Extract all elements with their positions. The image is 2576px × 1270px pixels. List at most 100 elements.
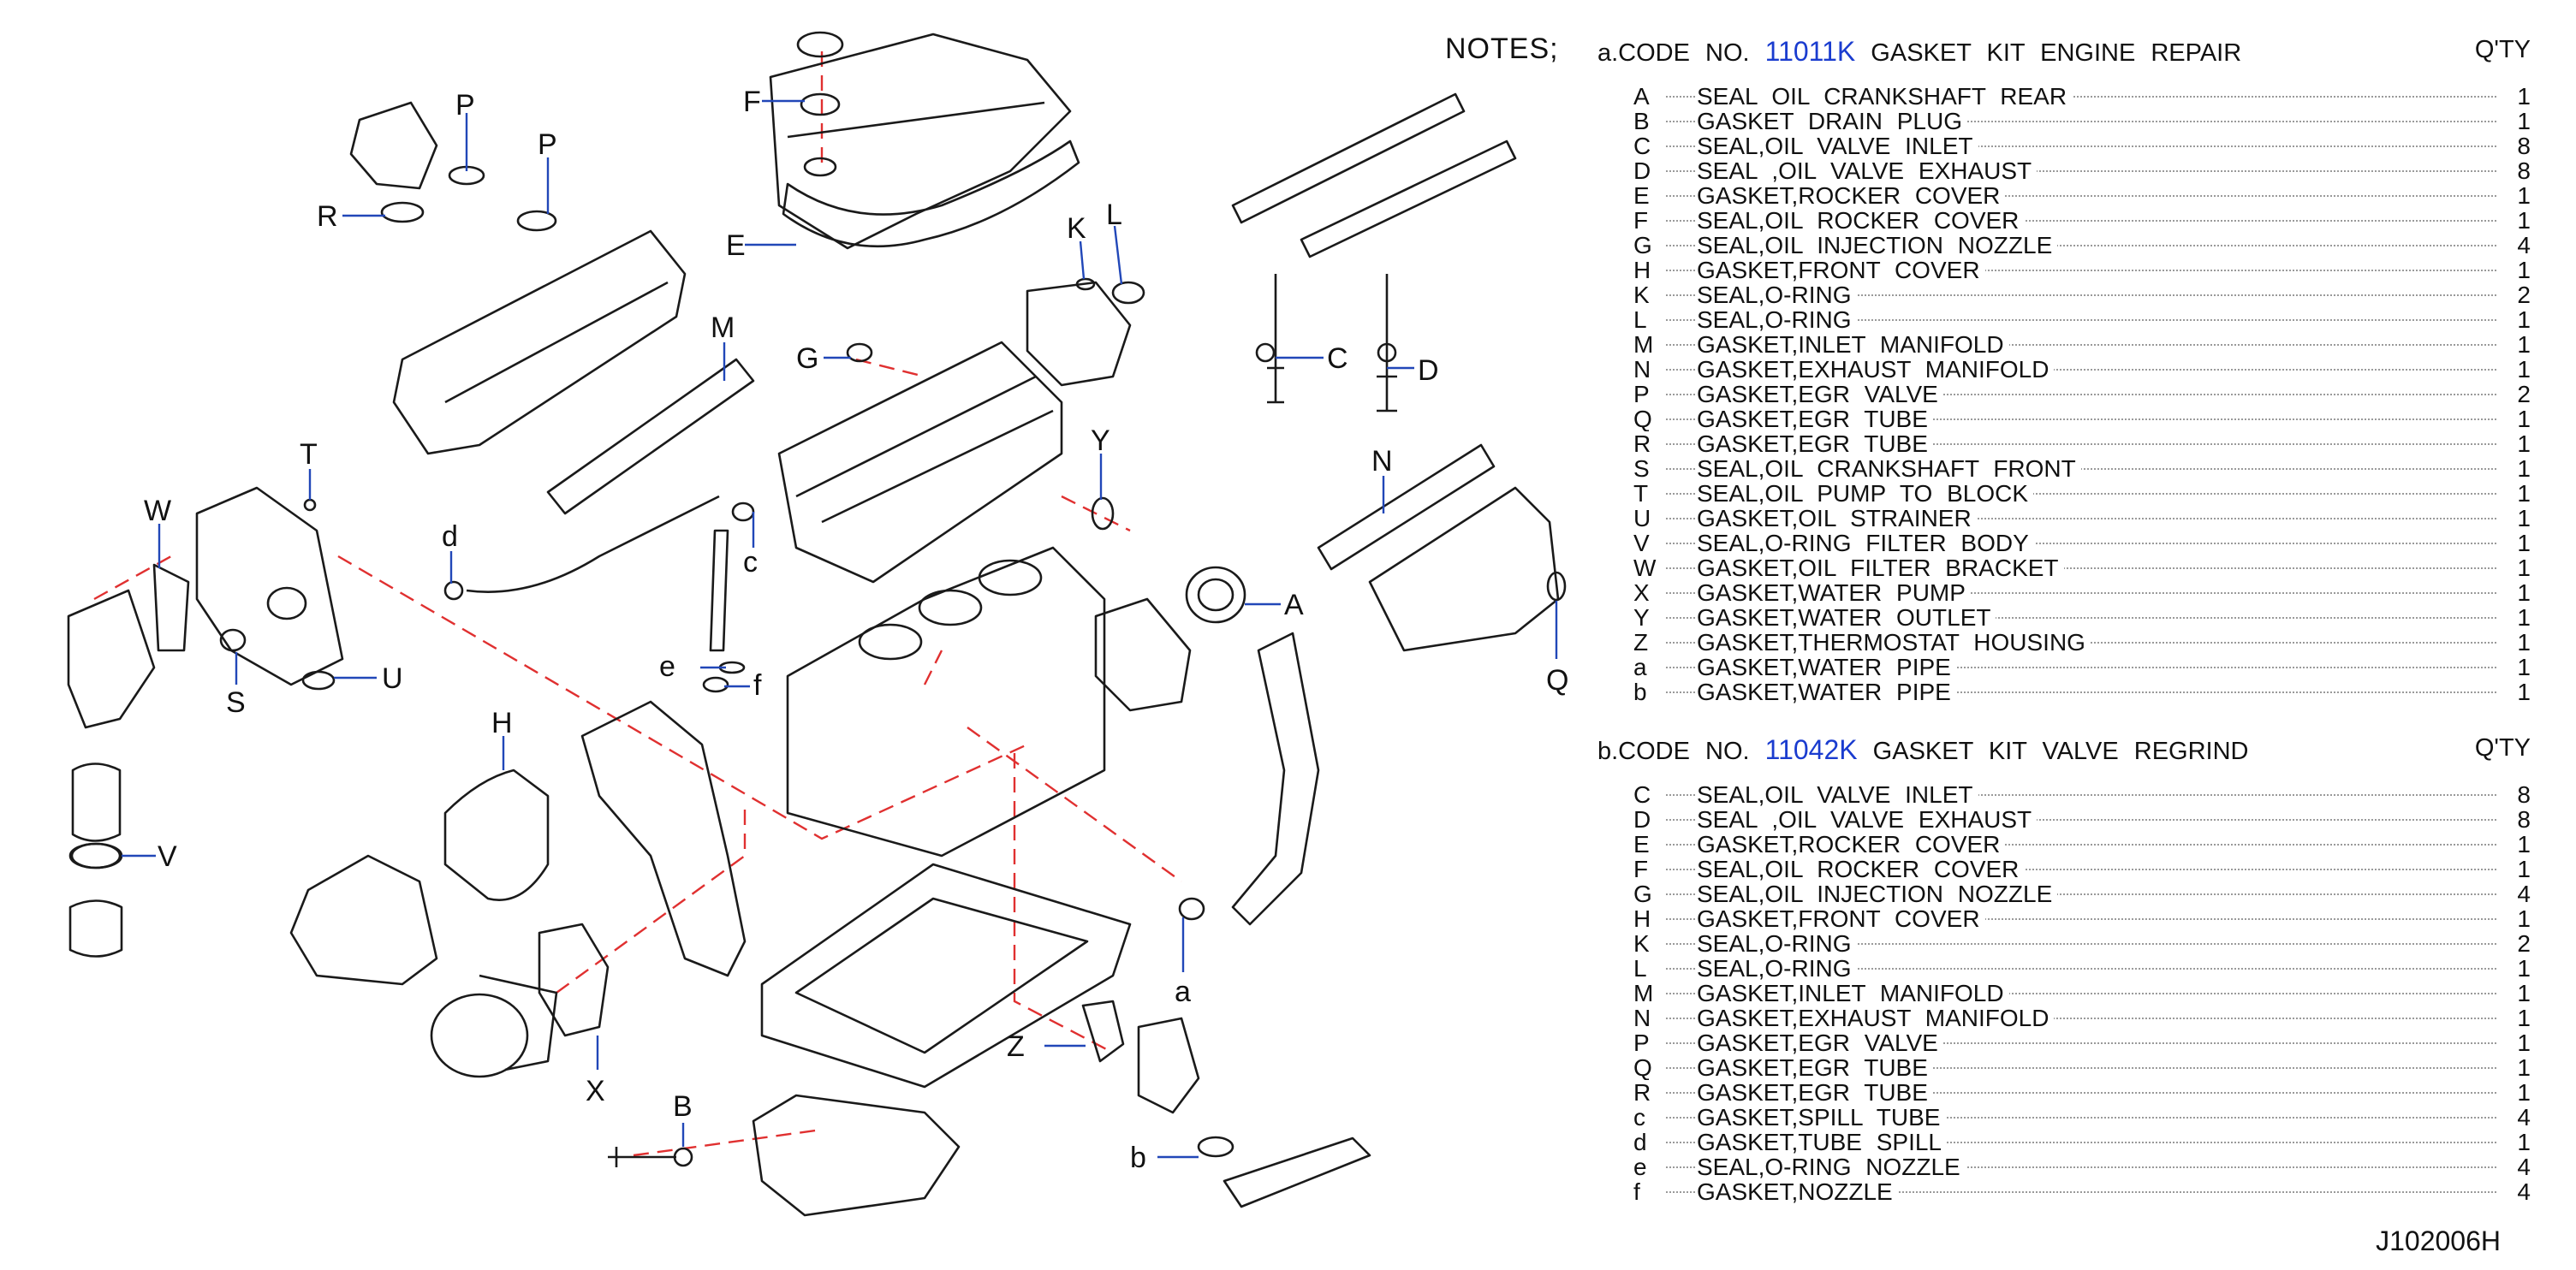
kit-a-prefix: a.CODE NO.	[1597, 39, 1750, 67]
part-name: SEAL,OIL VALVE INLET	[1697, 134, 1978, 158]
leader-dots	[1666, 220, 2496, 222]
part-qty: 1	[2500, 208, 2531, 233]
kit-b-title: GASKET KIT VALVE REGRIND	[1872, 738, 2249, 765]
part-key: a	[1633, 655, 1664, 680]
part-name: GASKET,THERMOSTAT HOUSING	[1697, 630, 2091, 655]
leader-dots	[1666, 170, 2496, 172]
part-key: X	[1633, 580, 1664, 605]
kit-a-title: GASKET KIT ENGINE REPAIR	[1871, 39, 2242, 67]
leader-dots	[1666, 617, 2496, 619]
kit-b-header: b.CODE NO. 11042K GASKET KIT VALVE REGRI…	[1597, 734, 2531, 782]
part-key: c	[1633, 1105, 1664, 1130]
leader-dots	[1666, 1166, 2496, 1168]
part-name: GASKET,EGR TUBE	[1697, 431, 1933, 456]
part-key: G	[1633, 233, 1664, 258]
part-qty: 1	[2500, 580, 2531, 605]
part-name: SEAL ,OIL VALVE EXHAUST	[1697, 807, 2038, 832]
cylinder-block	[786, 546, 1106, 858]
callout-G: G	[796, 342, 818, 375]
leader-dots	[1666, 121, 2496, 122]
leader-dots	[1666, 893, 2496, 895]
part-key: W	[1633, 555, 1664, 580]
part-name: SEAL,OIL CRANKSHAFT FRONT	[1697, 456, 2081, 481]
leader-dots	[1666, 418, 2496, 420]
callout-Q: Q	[1546, 664, 1568, 697]
leader-dots	[1666, 943, 2496, 945]
part-qty: 1	[2500, 407, 2531, 431]
leader-dots	[1666, 1092, 2496, 1094]
part-key: D	[1633, 807, 1664, 832]
leader-dots	[1666, 443, 2496, 445]
part-key: A	[1633, 84, 1664, 109]
part-key: Q	[1633, 1055, 1664, 1080]
part-key: e	[1633, 1154, 1664, 1179]
part-key: L	[1633, 956, 1664, 981]
part-qty: 4	[2500, 881, 2531, 906]
part-qty: 1	[2500, 981, 2531, 1006]
leader-dots	[1666, 1042, 2496, 1044]
callout-N: N	[1371, 445, 1393, 478]
callout-T: T	[300, 438, 318, 471]
callout-K: K	[1067, 212, 1086, 245]
part-qty: 1	[2500, 906, 2531, 931]
part-qty: 8	[2500, 158, 2531, 183]
part-key: Q	[1633, 407, 1664, 431]
leader-lines	[122, 99, 1558, 1159]
water-pump-pulley	[430, 993, 529, 1078]
callout-c: c	[743, 546, 758, 579]
part-key: L	[1633, 307, 1664, 332]
part-name: SEAL ,OIL VALVE EXHAUST	[1697, 158, 2038, 183]
part-key: N	[1633, 1006, 1664, 1030]
oil-filter	[71, 763, 122, 842]
callout-A: A	[1284, 589, 1304, 621]
notes-title: NOTES;	[1445, 33, 1559, 65]
part-key: P	[1633, 382, 1664, 407]
part-name: GASKET,EGR TUBE	[1697, 407, 1933, 431]
callout-E: E	[726, 229, 746, 262]
leader-dots	[1666, 1142, 2496, 1143]
callout-H: H	[491, 707, 513, 739]
kit-b-prefix: b.CODE NO.	[1597, 738, 1750, 765]
leader-dots	[1666, 96, 2496, 98]
part-name: GASKET DRAIN PLUG	[1697, 109, 1968, 134]
part-key: R	[1633, 1080, 1664, 1105]
part-key: D	[1633, 158, 1664, 183]
parts-list-row: H GASKET,FRONT COVER 1	[1597, 906, 2531, 931]
leader-dots	[1666, 1067, 2496, 1069]
callout-F: F	[743, 86, 761, 118]
rocker-cover	[769, 33, 1072, 250]
inlet-manifold-gasket	[546, 358, 755, 515]
callout-b: b	[1130, 1142, 1146, 1174]
part-name: SEAL,OIL INJECTION NOZZLE	[1697, 233, 2058, 258]
part-key: F	[1633, 208, 1664, 233]
part-name: SEAL,O-RING FILTER BODY	[1697, 531, 2034, 555]
part-name: GASKET,WATER OUTLET	[1697, 605, 1996, 630]
part-qty: 1	[2500, 956, 2531, 981]
part-name: GASKET,FRONT COVER	[1697, 906, 1985, 931]
part-key: M	[1633, 332, 1664, 357]
part-qty: 1	[2500, 857, 2531, 881]
leader-dots	[1666, 869, 2496, 870]
part-name: GASKET,EGR VALVE	[1697, 1030, 1943, 1055]
part-key: H	[1633, 906, 1664, 931]
callout-Y: Y	[1091, 424, 1110, 457]
part-qty: 1	[2500, 481, 2531, 506]
leader-dots	[1666, 1018, 2496, 1019]
part-name: GASKET,NOZZLE	[1697, 1179, 1898, 1204]
kit-b-qty-header: Q'TY	[2474, 734, 2531, 762]
part-key: K	[1633, 931, 1664, 956]
kit-b-table: b.CODE NO. 11042K GASKET KIT VALVE REGRI…	[1597, 734, 2531, 1204]
part-name: GASKET,WATER PIPE	[1697, 680, 1956, 704]
